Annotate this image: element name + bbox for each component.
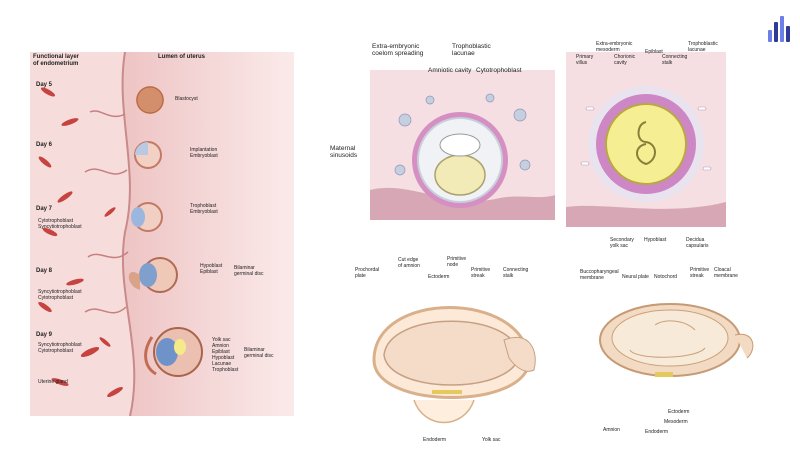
embryo-day12-illustration <box>370 70 555 220</box>
endoderm-right-label: Endoderm <box>645 429 669 435</box>
lacunae-label: Lacunae <box>212 361 232 367</box>
syncytiotrophoblast-day8-label: Syncytiotrophoblast <box>38 289 82 295</box>
endometrium-illustration <box>38 52 294 416</box>
ectoderm-right-label: Ectoderm <box>668 409 690 415</box>
syncytiotrophoblast-day7-label: Syncytiotrophoblast <box>38 224 82 230</box>
implantation-label: Implantation <box>190 147 218 153</box>
brand-logo-icon <box>768 12 790 42</box>
trilaminar-disc-illustration <box>372 306 536 424</box>
yolk-sac-label: Yolk sac <box>212 337 231 343</box>
chorionic-cavity-illustration <box>566 52 726 227</box>
day-6-label: Day 6 <box>36 142 53 148</box>
day-5-label: Day 5 <box>36 82 53 88</box>
amnion-right-label: Amnion <box>603 427 620 433</box>
logo-bar-1 <box>768 30 772 42</box>
uterine-gland-label: Uterine gland <box>38 379 68 385</box>
yolk-sac-bottom-label: Yolk sac <box>482 437 501 443</box>
logo-bar-2 <box>774 22 778 42</box>
amnion-label: Amnion <box>212 343 229 349</box>
day-8-label: Day 8 <box>36 268 53 274</box>
cytotrophoblast-label: Cytotrophoblast <box>476 67 522 74</box>
epiblast-label: Epiblast <box>200 269 218 275</box>
hypoblast-day9-label: Hypoblast <box>212 355 235 361</box>
header-functional-layer: Functional layer of endometrium <box>33 54 80 67</box>
endoderm-label: Endoderm <box>423 437 447 443</box>
ectoderm-label: Ectoderm <box>428 274 450 280</box>
header-lumen: Lumen of uterus <box>158 54 206 60</box>
trophoblast-label: Trophoblast <box>190 203 217 209</box>
neural-plate-label: Neural plate <box>622 274 649 280</box>
mesoderm-label: Mesoderm <box>664 419 688 425</box>
cytotrophoblast-day7-label: Cytotrophoblast <box>38 218 74 224</box>
neural-plate-illustration <box>599 303 754 377</box>
epiblast-right-label: Epiblast <box>645 49 663 55</box>
blastocyst-label: Blastocyst <box>175 96 198 102</box>
implantation-panel: Functional layer of endometrium Lumen of… <box>30 52 294 416</box>
day-9-label: Day 9 <box>36 332 53 338</box>
epiblast-day9-label: Epiblast <box>212 349 230 355</box>
cytotrophoblast-day9-label: Cytotrophoblast <box>38 348 74 354</box>
logo-bar-4 <box>786 26 790 42</box>
day-7-label: Day 7 <box>36 206 53 212</box>
cytotrophoblast-day8-label: Cytotrophoblast <box>38 295 74 301</box>
logo-bar-3 <box>780 16 784 42</box>
syncytiotrophoblast-day9-label: Syncytiotrophoblast <box>38 342 82 348</box>
embryoblast-label: Embryoblast <box>190 153 218 159</box>
embryoblast-day7-label: Embryoblast <box>190 209 218 215</box>
hypoblast-label: Hypoblast <box>200 263 223 269</box>
notochord-label: Notochord <box>654 274 678 280</box>
amniotic-cavity-label: Amniotic cavity <box>428 67 472 74</box>
hypoblast-right-label: Hypoblast <box>644 237 667 243</box>
trophoblast-day9-label: Trophoblast <box>212 367 239 373</box>
